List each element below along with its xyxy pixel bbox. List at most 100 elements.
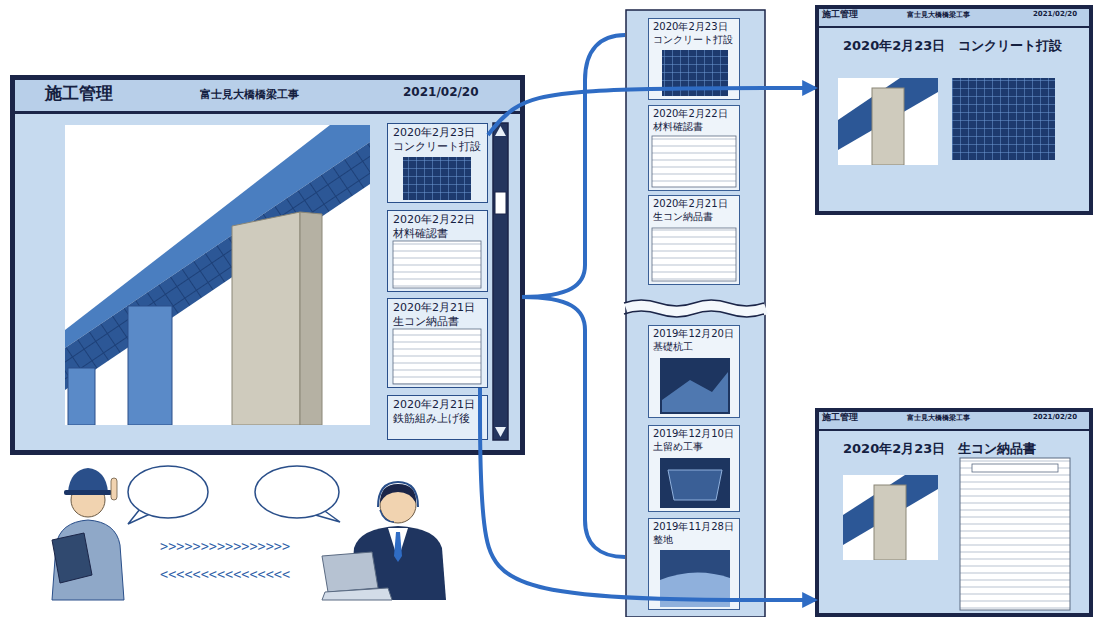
document-thumbnail (393, 329, 481, 384)
headset-mic (380, 510, 394, 522)
title-bar (819, 412, 1089, 429)
deck-side (65, 125, 370, 348)
break-line (624, 311, 764, 317)
screen-body (819, 28, 1089, 211)
bridge-pier (68, 368, 95, 425)
screen-panel: 施工管理 富士見大橋橋梁工事 2021/02/20 2020年2月23日 コンクリート… (815, 5, 1093, 215)
pier-shade (300, 212, 322, 425)
screen-title: 施工管理 (822, 411, 858, 424)
card-title: コンクリート打設 (653, 34, 735, 47)
bridge-pier (128, 306, 172, 425)
card-title: 鉄筋組み上げ後 (393, 412, 482, 426)
bridge-illustration (65, 125, 370, 425)
laptop-base (322, 588, 392, 600)
bridge-mini (843, 475, 938, 560)
card-title: 土留め工事 (653, 441, 735, 454)
speech-bubble (128, 466, 208, 518)
worker-body (52, 520, 124, 600)
card-date: 2020年2月22日 (653, 108, 735, 121)
headset (378, 482, 418, 507)
card-date: 2019年12月20日 (653, 328, 735, 341)
document-header (972, 464, 1058, 472)
deck-underside (838, 78, 938, 150)
screen-title: 施工管理 (45, 82, 113, 105)
card-date: 2020年2月23日 (393, 126, 482, 140)
history-card: 2020年2月22日材料確認書 (648, 105, 740, 191)
illustration-panel (65, 125, 370, 425)
deck-underside (843, 475, 938, 545)
history-card: 2020年2月23日コンクリート打設 (648, 18, 740, 100)
project-name: 富士見大橋橋梁工事 (907, 413, 970, 423)
document-thumbnail (652, 136, 736, 187)
history-card: 2020年2月21日生コン納品書 (387, 298, 488, 388)
screen-body (15, 114, 520, 450)
deck-underside (65, 142, 370, 390)
scaffold-photo (403, 157, 471, 200)
flow-arrow (480, 388, 815, 600)
scroll-down-arrow (495, 427, 506, 437)
screen-panel: 施工管理富士見大橋橋梁工事2021/02/202020年2月23日 生コン納品書 (815, 408, 1093, 617)
title-bar (15, 80, 520, 111)
card-title: 生コン納品書 (393, 315, 482, 329)
card-date: 2020年2月21日 (393, 398, 482, 412)
screen-date: 2021/02/20 (403, 85, 479, 99)
direction-arrows: >>>>>>>>>>>>>>>> (160, 538, 290, 554)
screen-frame (815, 408, 1093, 617)
project-name: 富士見大橋橋梁工事 (200, 87, 299, 102)
site-photo (660, 550, 730, 607)
bridge-pier (872, 88, 904, 165)
scaffold-photo (952, 78, 1055, 160)
screen-body (819, 431, 1089, 613)
raised-finger (111, 478, 117, 500)
card-title: 基礎杭工 (653, 341, 735, 354)
bridge-pier (232, 212, 300, 425)
break-line (624, 300, 764, 306)
scroll-thumb (495, 192, 506, 214)
strip-break (624, 300, 768, 317)
photo-detail (660, 572, 730, 607)
history-card: 2019年11月28日整地 (648, 518, 740, 610)
card-title: 材料確認書 (653, 121, 735, 134)
site-photo (660, 458, 730, 508)
laptop-screen (322, 552, 378, 592)
screen-date: 2021/02/20 (1033, 10, 1077, 18)
record-heading: 2020年2月23日 コンクリート打設 (843, 37, 1062, 55)
history-card: 2019年12月10日土留め工事 (648, 425, 740, 512)
flow-arrow (488, 88, 815, 135)
card-date: 2020年2月21日 (653, 198, 735, 211)
photo-detail (668, 470, 722, 500)
scroll-up-arrow (495, 126, 506, 136)
document-thumbnail (652, 228, 736, 281)
hat-brim (64, 490, 112, 495)
photo-detail (662, 372, 728, 412)
illustration-panel (838, 78, 938, 165)
bridge-mini (838, 78, 938, 165)
project-name: 富士見大橋橋梁工事 (907, 10, 970, 20)
card-date: 2020年2月23日 (653, 21, 735, 34)
card-date: 2019年12月10日 (653, 428, 735, 441)
history-card: 2020年2月21日鉄筋組み上げ後 (387, 395, 488, 440)
scrollbar-track (493, 123, 508, 440)
card-title: コンクリート打設 (393, 140, 482, 154)
title-bar (819, 9, 1089, 26)
screen-panel: 施工管理 富士見大橋橋梁工事 2021/02/20 2020年2月23日コンクリート打… (10, 75, 525, 455)
direction-arrows: <<<<<<<<<<<<<<<< (160, 566, 290, 582)
card-date: 2020年2月21日 (393, 301, 482, 315)
tablet (52, 533, 92, 583)
hard-hat (68, 468, 108, 492)
history-card: 2020年2月21日生コン納品書 (648, 195, 740, 285)
operator-tie (394, 532, 402, 562)
history-card: 2019年12月20日基礎杭工 (648, 325, 740, 418)
delivery-document (960, 458, 1070, 610)
history-card: 2020年2月22日材料確認書 (387, 210, 488, 292)
scaffold-photo (662, 50, 728, 96)
screen-title: 施工管理 (822, 8, 858, 21)
card-title: 材料確認書 (393, 227, 482, 241)
curly-bracket (522, 35, 625, 557)
speech-bubble (255, 466, 339, 518)
